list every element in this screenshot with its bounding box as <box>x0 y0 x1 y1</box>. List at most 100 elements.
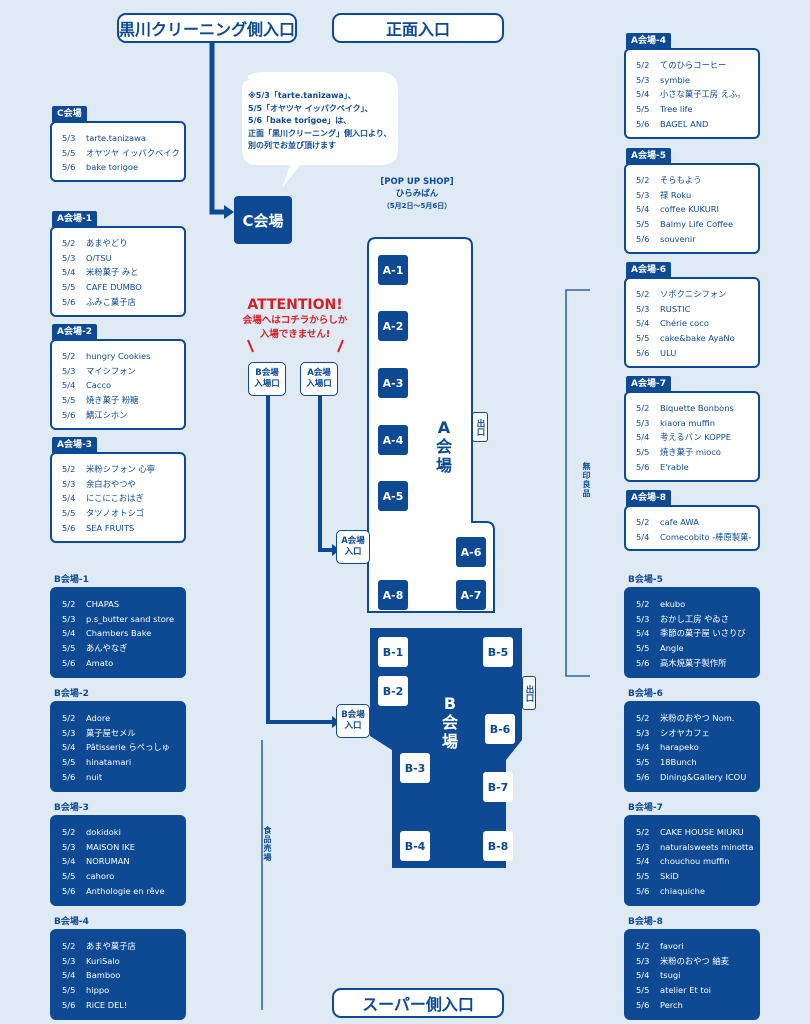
shop-name: ekubo <box>660 599 686 609</box>
schedule-date: 5/5 <box>62 147 76 158</box>
schedule-date: 5/3 <box>636 727 650 738</box>
shop-name: NORUMAN <box>86 856 130 867</box>
booth-a-4: A-4 <box>378 425 408 455</box>
shop-name: タツノオトシゴ <box>86 508 145 519</box>
schedule-date: 5/2 <box>62 464 76 474</box>
schedule-card-title: B会場-1 <box>54 575 89 585</box>
shop-name: Chérie coco <box>660 318 709 329</box>
shop-name: Comecobito -棒原製菓- <box>660 531 752 542</box>
schedule-card-title: A会場-1 <box>52 211 97 227</box>
attention-notice: ATTENTION! 会場へはコチラからしか 入場できません! <box>230 296 360 342</box>
shop-name: Chambers Bake <box>86 628 152 639</box>
schedule-date: 5/6 <box>62 162 76 173</box>
shop-name: そらもよう <box>660 175 702 185</box>
shop-name: harapeko <box>660 742 699 753</box>
schedule-date: 5/2 <box>636 289 650 299</box>
schedule-row: 5/2 CAKE HOUSE MIUKU <box>636 825 754 840</box>
shop-name: SkiD <box>660 871 679 882</box>
schedule-date: 5/5 <box>62 643 76 654</box>
schedule-date: 5/6 <box>62 999 76 1010</box>
schedule-card-title: A会場-2 <box>52 324 97 340</box>
a-hall-label: A 会 場 <box>435 418 452 475</box>
schedule-date: 5/6 <box>62 657 76 668</box>
shop-name: 小さな菓子工房 えふ。 <box>660 89 746 100</box>
schedule-date: 5/3 <box>62 478 76 489</box>
booth-a-2: A-2 <box>378 311 408 341</box>
schedule-date: 5/4 <box>636 204 650 215</box>
schedule-date: 5/6 <box>636 999 650 1010</box>
booth-a-3: A-3 <box>378 368 408 398</box>
booth-a-6: A-6 <box>456 537 486 567</box>
schedule-row: 5/3 余白おやつや <box>62 477 180 492</box>
shop-name: にこにこおはぎ <box>86 493 144 504</box>
schedule-date: 5/3 <box>636 955 650 966</box>
shop-name: hippo <box>86 985 110 996</box>
shop-name: Bamboo <box>86 970 121 981</box>
shop-name: hungry Cookies <box>86 351 151 361</box>
notice-line: 別の列でお並び頂けます <box>248 141 336 150</box>
schedule-date: 5/4 <box>62 856 76 867</box>
shop-name: CAKE HOUSE MIUKU <box>660 827 744 837</box>
schedule-date: 5/2 <box>636 827 650 837</box>
schedule-card-title: B会場-7 <box>628 803 663 813</box>
shop-name: CAFE DUMBO <box>86 282 142 293</box>
notice-line: 5/6「bake torigoe」は、 <box>248 116 352 125</box>
b-hall-exit: 出口 <box>522 676 536 710</box>
mujirushi-bracket <box>565 289 590 677</box>
c-hall: C会場 <box>234 196 292 244</box>
shop-name: Tree life <box>660 104 693 115</box>
booth-b-8: B-8 <box>483 831 513 861</box>
shop-name: 禄 Roku <box>660 189 692 200</box>
notice-text: ※5/3「tarte.tanizawa」、5/5「オヤツヤ イッパクベイク」、5… <box>248 90 398 153</box>
shop-name: 焼き菓子 粉糖 <box>86 395 139 406</box>
schedule-date: 5/5 <box>62 508 76 519</box>
schedule-date: 5/5 <box>636 757 650 768</box>
notice-line: 5/5「オヤツヤ イッパクベイク」、 <box>248 103 373 113</box>
shop-name: あんやなぎ <box>86 643 128 654</box>
schedule-card-title: C会場 <box>52 106 87 122</box>
booth-a-8: A-8 <box>378 580 408 610</box>
schedule-date: 5/3 <box>62 955 76 966</box>
shop-name: Adore <box>86 713 111 723</box>
schedule-date: 5/3 <box>62 613 76 624</box>
shop-name: 米粉菓子 みと <box>86 267 139 278</box>
shop-name: 米粉のおやつ 紬麦 <box>660 955 730 966</box>
shop-name: 余白おやつや <box>86 478 136 489</box>
attention-title: ATTENTION! <box>247 297 343 313</box>
shop-name: あまやどり <box>86 238 128 248</box>
mujirushi-label: 無印良品 <box>582 462 591 498</box>
booth-b-2: B-2 <box>378 676 408 706</box>
schedule-date: 5/6 <box>62 885 76 896</box>
schedule-date: 5/2 <box>636 60 650 70</box>
schedule-date: 5/2 <box>62 238 76 248</box>
booth-b-4: B-4 <box>400 831 430 861</box>
